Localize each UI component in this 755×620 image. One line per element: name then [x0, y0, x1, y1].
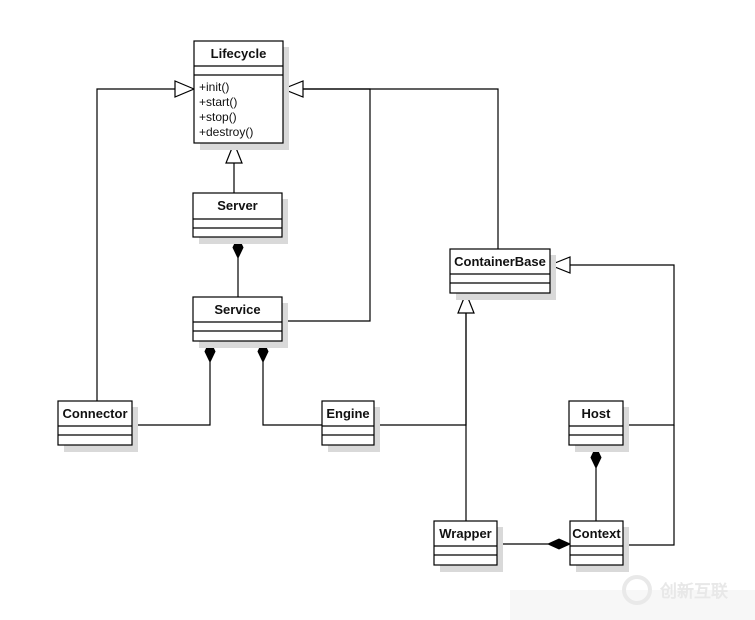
- service-lifecycle-line: [282, 88, 371, 322]
- class-host-box: [568, 400, 624, 446]
- class-service-name: Service: [214, 302, 260, 317]
- class-service[interactable]: Service: [192, 296, 288, 348]
- lifecycle-method-init: +init(): [199, 80, 229, 94]
- class-wrapper[interactable]: Wrapper: [433, 520, 503, 572]
- class-engine-name: Engine: [326, 406, 369, 421]
- relationship-lines: [96, 88, 675, 546]
- class-server-box: [192, 192, 283, 238]
- class-connector-box: [57, 400, 133, 446]
- class-containerbase[interactable]: ContainerBase: [449, 248, 556, 300]
- class-containerbase-name: ContainerBase: [454, 254, 546, 269]
- lifecycle-method-start: +start(): [199, 95, 237, 109]
- class-host[interactable]: Host: [568, 400, 629, 452]
- containerbase-right-inheritance-arrow: [548, 256, 571, 274]
- class-service-box: [192, 296, 283, 342]
- class-lifecycle[interactable]: Lifecycle +init() +start() +stop() +dest…: [193, 40, 289, 150]
- context-composition-diamond: [546, 538, 572, 550]
- host-composition-diamond: [590, 445, 602, 470]
- watermark: 创新互联: [510, 575, 755, 620]
- host-containerbase-line: [570, 264, 675, 426]
- watermark-text: 创新互联: [659, 581, 728, 602]
- lifecycle-method-stop: +stop(): [199, 110, 237, 124]
- class-wrapper-name: Wrapper: [439, 526, 492, 541]
- class-server-name: Server: [217, 198, 257, 213]
- containerbase-lifecycle-line: [303, 88, 499, 249]
- class-host-name: Host: [582, 406, 612, 421]
- class-engine-box: [321, 400, 375, 446]
- class-engine[interactable]: Engine: [321, 400, 380, 452]
- lifecycle-bottom-inheritance-arrow: [225, 141, 243, 164]
- containerbase-bottom-inheritance-arrow: [457, 291, 475, 314]
- class-containerbase-box: [449, 248, 551, 294]
- class-lifecycle-box: [193, 40, 284, 144]
- class-connector[interactable]: Connector: [57, 400, 138, 452]
- lifecycle-left-inheritance-arrow: [174, 80, 196, 98]
- class-connector-name: Connector: [63, 406, 128, 421]
- engine-containerbase-line: [374, 313, 467, 426]
- connector-lifecycle-line: [96, 88, 175, 401]
- class-context[interactable]: Context: [569, 520, 629, 572]
- context-containerbase-line: [623, 425, 675, 546]
- engine-service-line: [262, 362, 322, 426]
- lifecycle-method-destroy: +destroy(): [199, 125, 253, 139]
- class-wrapper-box: [433, 520, 498, 566]
- class-lifecycle-name: Lifecycle: [211, 46, 267, 61]
- class-context-name: Context: [572, 526, 621, 541]
- lifecycle-right-inheritance-arrow: [281, 80, 304, 98]
- watermark-logo-icon: [622, 575, 652, 605]
- connector-service-line: [132, 362, 211, 426]
- watermark-band: [510, 590, 755, 620]
- class-context-box: [569, 520, 624, 566]
- class-server[interactable]: Server: [192, 192, 288, 244]
